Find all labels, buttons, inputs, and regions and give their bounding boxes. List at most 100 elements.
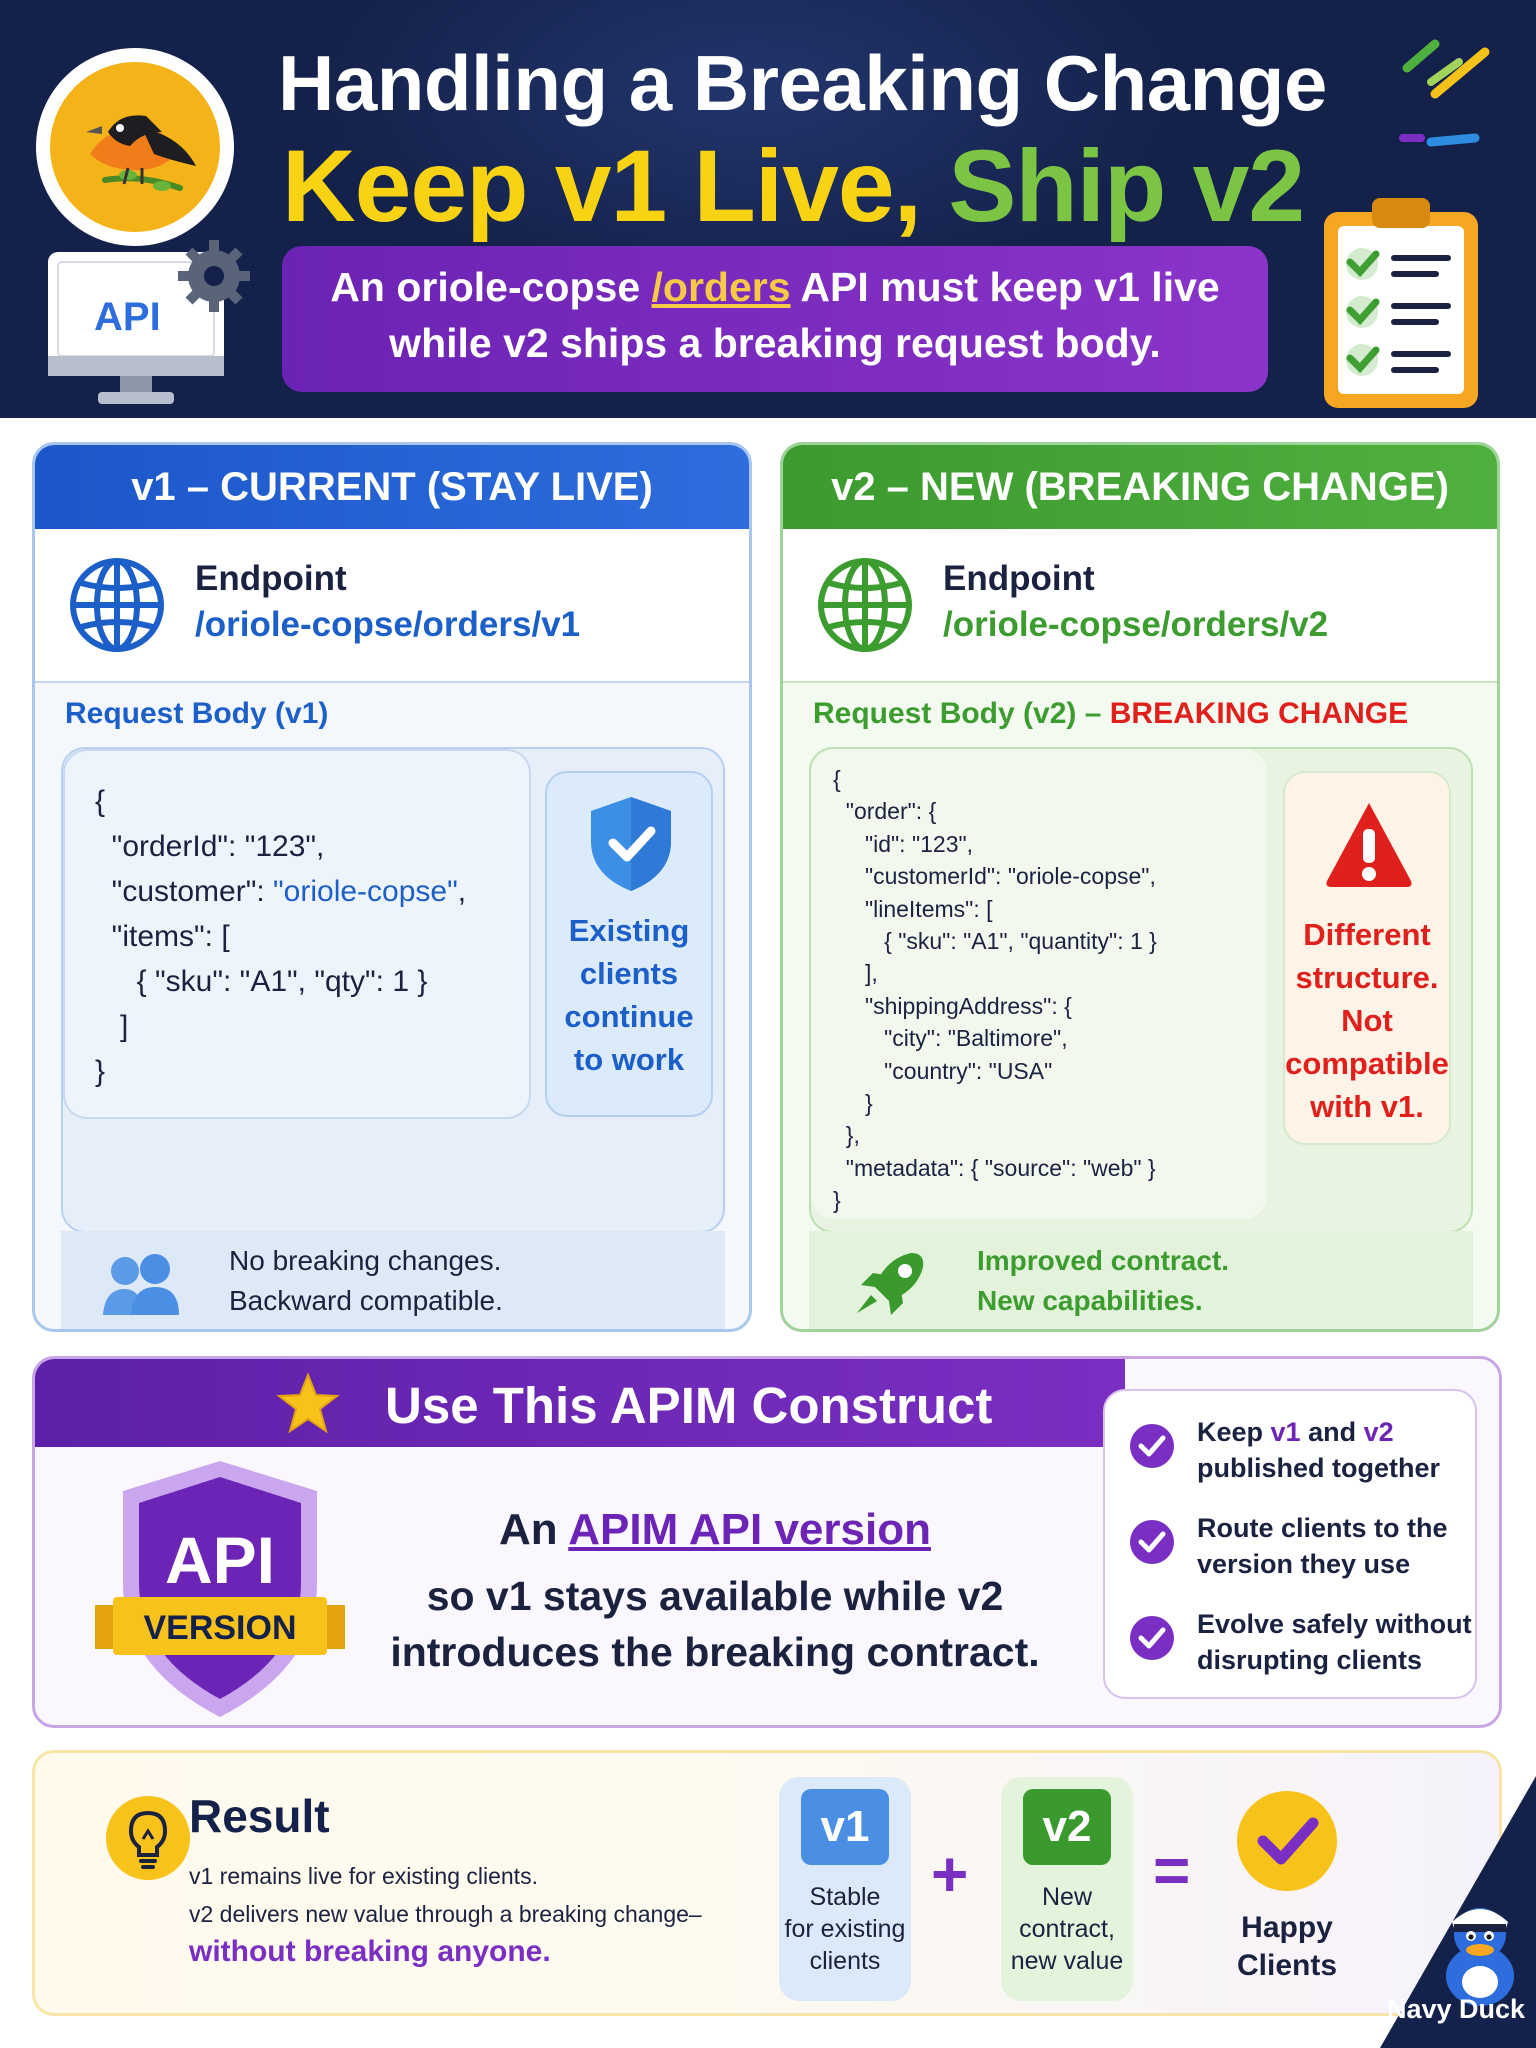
- v1-footer-line-2: Backward compatible.: [229, 1285, 503, 1316]
- checklist-clipboard-icon: [1324, 198, 1478, 408]
- check-circle-icon: [1237, 1791, 1337, 1891]
- apim-construct-section: Use This APIM Construct API VERSION An A…: [32, 1356, 1502, 1728]
- code-line: ]: [95, 1010, 129, 1043]
- code-line: "metadata": { "source": "web" }: [833, 1154, 1156, 1181]
- plus-sign: +: [931, 1838, 969, 1910]
- benefit-2-line-2: version they use: [1197, 1549, 1411, 1579]
- v1-request-body-label: Request Body (v1): [65, 697, 329, 730]
- apim-line-3: introduces the breaking contract.: [390, 1629, 1040, 1675]
- v1-footer-line-1: No breaking changes.: [229, 1245, 502, 1276]
- v1-endpoint-path[interactable]: /oriole-copse/orders/v1: [195, 605, 581, 644]
- code-line: { "sku": "A1", "qty": 1 }: [95, 965, 428, 998]
- incompat-line: structure.: [1295, 960, 1439, 995]
- result-line-1: v1 remains live for existing clients.: [189, 1863, 538, 1889]
- code-line: "orderId": "123",: [95, 830, 325, 863]
- result-title: Result: [189, 1790, 330, 1842]
- lightbulb-icon: [106, 1796, 190, 1880]
- apim-api-version-link[interactable]: APIM API version: [568, 1505, 931, 1554]
- card-line: clients: [809, 1947, 881, 1975]
- apim-line-1: An APIM API version: [499, 1505, 931, 1554]
- code-line: }: [833, 1187, 841, 1214]
- v1-code-card: { "orderId": "123", "customer": "oriole-…: [63, 749, 531, 1119]
- v2-heading: v2 – NEW (BREAKING CHANGE): [783, 445, 1497, 529]
- v1-request-body-code: { "orderId": "123", "customer": "oriole-…: [95, 779, 466, 1094]
- headline-ship-v2: Ship v2: [948, 129, 1305, 243]
- incompat-line: compatible: [1285, 1046, 1449, 1081]
- code-line: "id": "123",: [833, 830, 974, 857]
- code-line: "city": "Baltimore",: [833, 1025, 1068, 1052]
- happy-line: Clients: [1236, 1949, 1338, 1982]
- apim-line-2: so v1 stays available while v2: [426, 1573, 1004, 1619]
- code-line: {: [95, 785, 106, 818]
- code-line: { "sku": "A1", "quantity": 1 }: [833, 928, 1157, 955]
- list-item: Route clients to the version they use: [1129, 1513, 1469, 1589]
- code-line: }: [833, 1090, 873, 1117]
- card-line: New: [1041, 1883, 1092, 1911]
- check-circle-icon: [1130, 1520, 1174, 1564]
- badge-api-label: API: [165, 1523, 275, 1597]
- intro-callout: An oriole-copse /orders API must keep v1…: [282, 246, 1268, 392]
- result-line-3: without breaking anyone.: [189, 1935, 551, 1968]
- card-line: contract,: [1019, 1915, 1115, 1943]
- list-item: Keep v1 and v2 published together: [1129, 1417, 1469, 1493]
- v2-request-body-label: Request Body (v2) – BREAKING CHANGE: [813, 697, 1409, 730]
- happy-line: Happy: [1241, 1911, 1333, 1944]
- badge-version-label: VERSION: [143, 1609, 296, 1647]
- star-icon: [276, 1372, 340, 1434]
- v1-card-text: Stable for existing clients: [779, 1881, 911, 1977]
- benefit-3-line-1: Evolve safely without: [1197, 1609, 1472, 1639]
- code-line: "country": "USA": [833, 1057, 1053, 1084]
- code-line: {: [833, 766, 841, 792]
- card-line: new value: [1010, 1947, 1124, 1975]
- check-circle-icon: [1130, 1424, 1174, 1468]
- api-monitor-label: API: [94, 295, 161, 339]
- card-line: Stable: [809, 1883, 881, 1911]
- page-title: Handling a Breaking Change: [278, 39, 1327, 127]
- api-monitor-icon: API: [48, 240, 250, 404]
- code-line: "lineItems": [: [833, 895, 993, 922]
- list-item: Evolve safely without disrupting clients: [1129, 1609, 1472, 1685]
- compat-line: to work: [573, 1042, 685, 1077]
- v2-request-body-code: { "order": { "id": "123", "customerId": …: [833, 763, 1157, 1217]
- intro-line-2: while v2 ships a breaking request body.: [389, 320, 1161, 366]
- shield-check-icon: [591, 797, 671, 891]
- v2-endpoint-box: Endpoint /oriole-copse/orders/v2: [783, 529, 1497, 683]
- card-line: for existing: [784, 1915, 906, 1943]
- benefit-3-line-2: disrupting clients: [1197, 1645, 1423, 1675]
- v2-endpoint-path[interactable]: /oriole-copse/orders/v2: [943, 605, 1329, 644]
- users-icon: [103, 1254, 179, 1315]
- v2-endpoint-label: Endpoint: [943, 559, 1095, 598]
- v2-footer-line-2: New capabilities.: [977, 1285, 1203, 1316]
- intro-line-1: An oriole-copse /orders API must keep v1…: [330, 264, 1220, 310]
- incompat-line: Not: [1341, 1003, 1393, 1038]
- oriole-bird-logo-icon: [36, 48, 234, 246]
- orders-link[interactable]: /orders: [651, 264, 791, 310]
- gear-icon: [178, 240, 250, 312]
- compat-line: clients: [579, 956, 679, 991]
- breaking-change-alert: BREAKING CHANGE: [1109, 697, 1409, 730]
- compat-line: continue: [564, 999, 694, 1034]
- v2-panel: v2 – NEW (BREAKING CHANGE) Endpoint /ori…: [780, 442, 1500, 1332]
- apim-heading: Use This APIM Construct: [385, 1377, 993, 1434]
- result-line-2: v2 delivers new value through a breaking…: [189, 1901, 702, 1927]
- page-subtitle-headline: Keep v1 Live, Ship v2: [282, 128, 1305, 245]
- code-line: "order": {: [833, 798, 937, 825]
- globe-icon: [70, 558, 164, 652]
- rocket-icon: [857, 1253, 924, 1315]
- code-line: "customer": "oriole-copse",: [95, 875, 467, 908]
- v1-footer: No breaking changes. Backward compatible…: [61, 1231, 725, 1329]
- api-version-shield-icon: API VERSION: [95, 1461, 345, 1717]
- code-line: }: [95, 1055, 106, 1088]
- code-line: "items": [: [95, 920, 230, 953]
- v1-code-area: { "orderId": "123", "customer": "oriole-…: [61, 747, 725, 1233]
- v2-code-card: { "order": { "id": "123", "customerId": …: [811, 749, 1267, 1219]
- v1-panel: v1 – CURRENT (STAY LIVE) Endpoint /oriol…: [32, 442, 752, 1332]
- header-banner: Handling a Breaking Change Keep v1 Live,…: [0, 0, 1536, 418]
- v2-footer-line-1: Improved contract.: [977, 1245, 1230, 1276]
- v1-endpoint-label: Endpoint: [195, 559, 347, 598]
